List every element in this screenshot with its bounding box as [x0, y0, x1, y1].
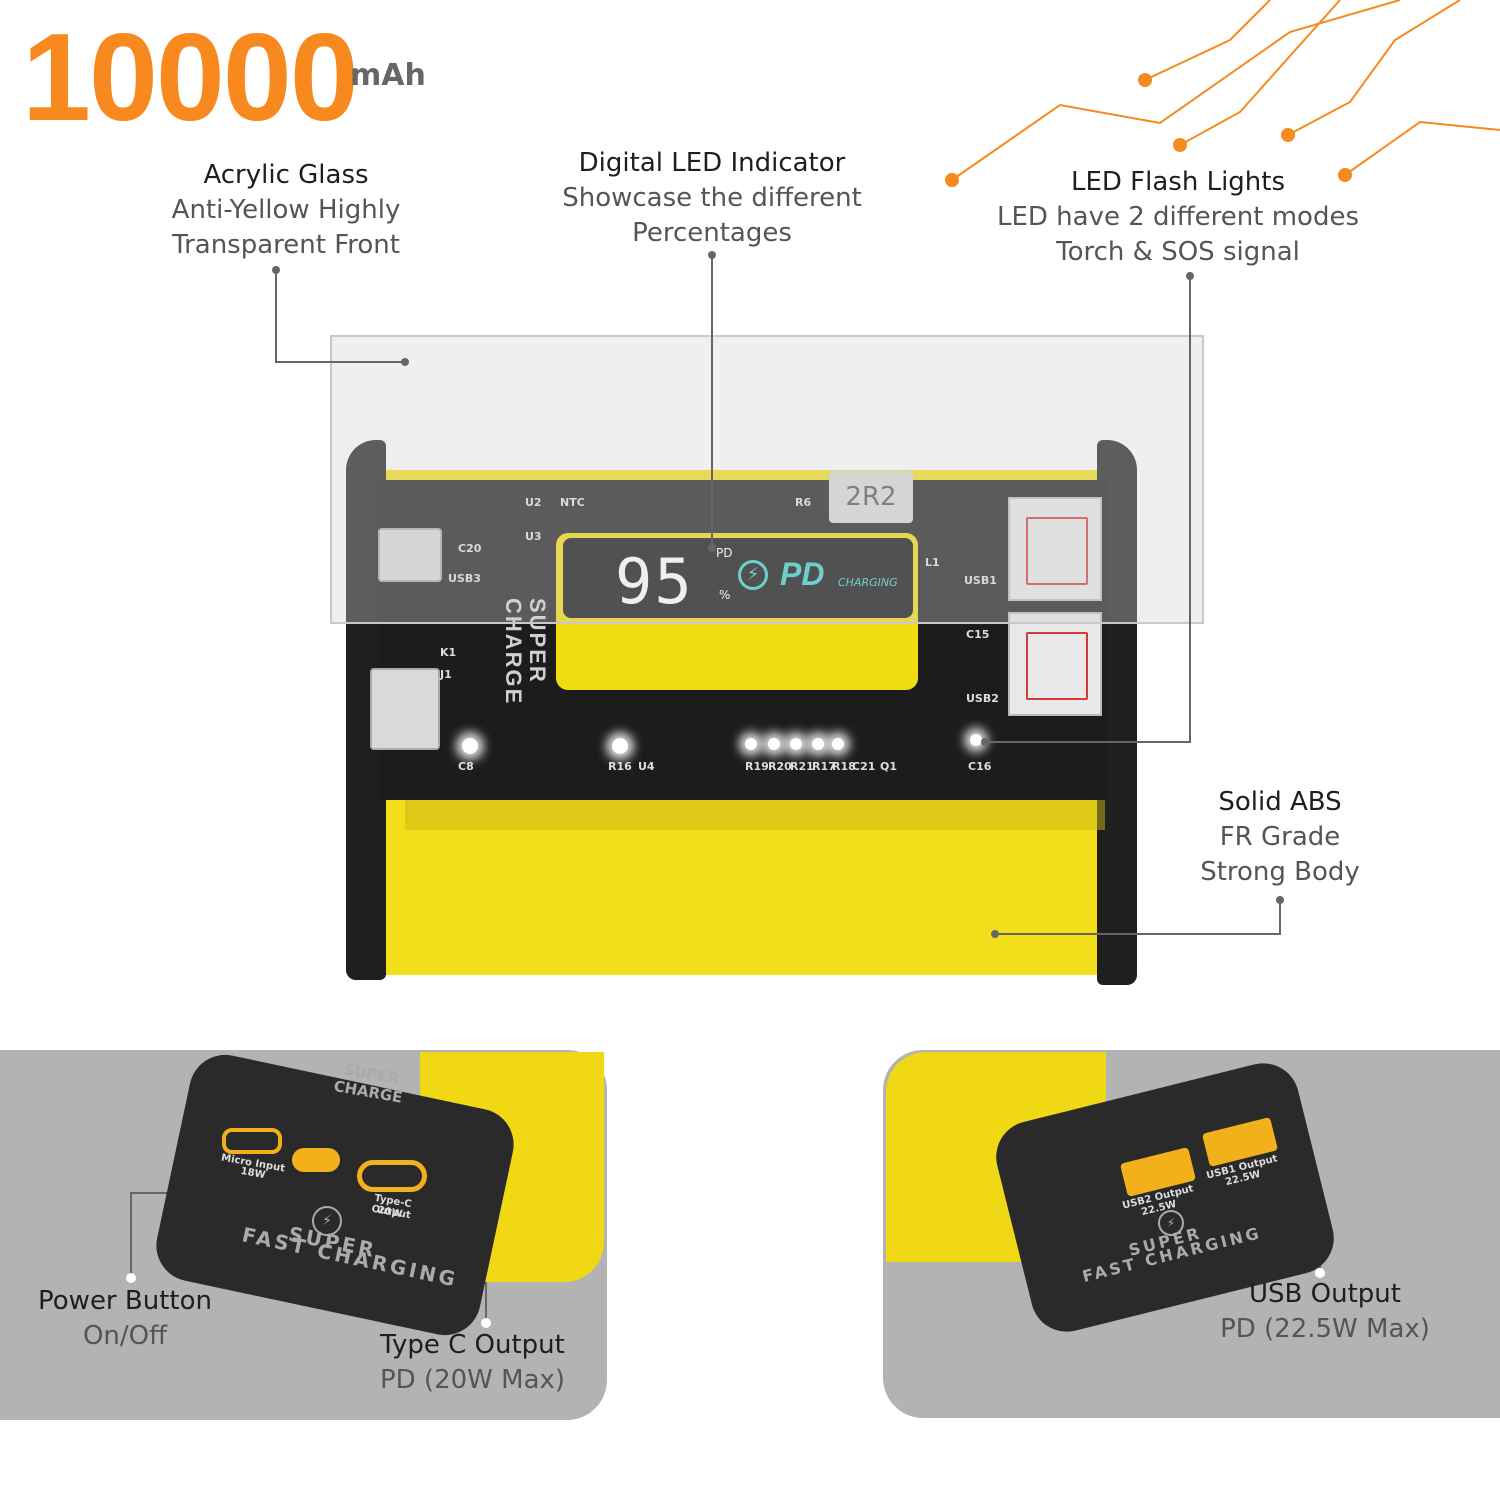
callout-line: PD (22.5W Max)	[1220, 1314, 1430, 1344]
callout-title: Acrylic Glass	[203, 160, 369, 190]
flash-led	[970, 734, 982, 746]
lightning-icon: ⚡	[738, 560, 768, 590]
pcb-label: C16	[968, 760, 992, 773]
lightning-icon: ⚡	[312, 1206, 342, 1236]
pcb-label: J1	[440, 668, 452, 681]
callout-line: On/Off	[82, 1321, 168, 1351]
pcb-label: R17	[812, 760, 836, 773]
pcb-label: R20	[768, 760, 792, 773]
board-brand-line2: CHARGE	[501, 598, 526, 706]
pcb-label: U3	[525, 530, 542, 543]
flash-led	[745, 738, 757, 750]
callout-title: LED Flash Lights	[1070, 167, 1286, 197]
pcb-label: K1	[440, 646, 457, 659]
pcb-label: C8	[458, 760, 474, 773]
pd-logo: PD	[780, 556, 825, 592]
capacity-value: 10000	[22, 9, 359, 147]
pcb-label: R6	[795, 496, 812, 509]
pcb-label: L1	[925, 556, 940, 569]
callout-type-c: Type C Output PD (20W Max)	[370, 1328, 575, 1398]
charging-label: CHARGING	[838, 576, 898, 589]
acrylic-glass-front	[330, 335, 1204, 624]
pcb-label: C21	[852, 760, 876, 773]
pcb-label: C20	[458, 542, 482, 555]
pcb-label: USB3	[448, 572, 481, 585]
flash-led	[832, 738, 844, 750]
pcb-label: R21	[790, 760, 814, 773]
callout-line: Transparent Front	[172, 230, 400, 260]
callout-title: Digital LED Indicator	[578, 148, 846, 178]
callout-title: Power Button	[38, 1286, 212, 1316]
body-shade	[405, 800, 1105, 830]
type-c-port	[370, 668, 440, 750]
callout-power-button: Power Button On/Off	[20, 1284, 230, 1354]
display-pd-label: PD	[716, 546, 733, 560]
micro-input-port	[222, 1128, 282, 1154]
board-brand-line1: SUPER	[525, 598, 550, 684]
callout-line: Strong Body	[1200, 857, 1360, 887]
flash-led	[612, 738, 628, 754]
micro-port	[378, 528, 442, 582]
callout-flash-lights: LED Flash Lights LED have 2 different mo…	[988, 165, 1368, 270]
callout-line: Anti-Yellow Highly	[171, 195, 401, 225]
callout-title: Solid ABS	[1218, 787, 1342, 817]
lightning-icon: ⚡	[1158, 1210, 1184, 1236]
callout-line: FR Grade	[1219, 822, 1341, 852]
pcb-label: U2	[525, 496, 542, 509]
callout-acrylic: Acrylic Glass Anti-Yellow Highly Transpa…	[136, 158, 436, 263]
callout-title: USB Output	[1249, 1279, 1401, 1309]
power-button[interactable]	[292, 1148, 340, 1172]
callout-line: Showcase the different	[562, 183, 862, 213]
display-percent-sign: %	[719, 588, 731, 602]
usb-port-1	[1008, 497, 1102, 601]
callout-usb-output: USB Output PD (22.5W Max)	[1215, 1277, 1435, 1347]
pcb-label: U4	[638, 760, 655, 773]
pcb-label: R18	[832, 760, 856, 773]
usb-port-2	[1008, 612, 1102, 716]
callout-line: PD (20W Max)	[379, 1365, 566, 1395]
pcb-label: USB1	[964, 574, 997, 587]
callout-line: Percentages	[632, 218, 792, 248]
flash-led	[768, 738, 780, 750]
flash-led	[462, 738, 478, 754]
capacity-unit: mAh	[350, 58, 426, 93]
pcb-label: USB2	[966, 692, 999, 705]
inductor-chip: 2R2	[829, 471, 913, 523]
pcb-label: R19	[745, 760, 769, 773]
callout-line: LED have 2 different modes	[996, 202, 1360, 232]
pcb-label: Q1	[880, 760, 898, 773]
flash-led	[812, 738, 824, 750]
type-c-output-port	[357, 1160, 427, 1192]
callout-title: Type C Output	[380, 1330, 565, 1360]
pcb-label: NTC	[560, 496, 585, 509]
flash-led	[790, 738, 802, 750]
callout-line: Torch & SOS signal	[1056, 237, 1300, 267]
callout-abs: Solid ABS FR Grade Strong Body	[1170, 785, 1390, 890]
callout-led-indicator: Digital LED Indicator Showcase the diffe…	[552, 146, 872, 251]
pcb-label: R16	[608, 760, 632, 773]
pcb-label: C15	[966, 628, 990, 641]
display-percent: 95	[615, 545, 694, 618]
